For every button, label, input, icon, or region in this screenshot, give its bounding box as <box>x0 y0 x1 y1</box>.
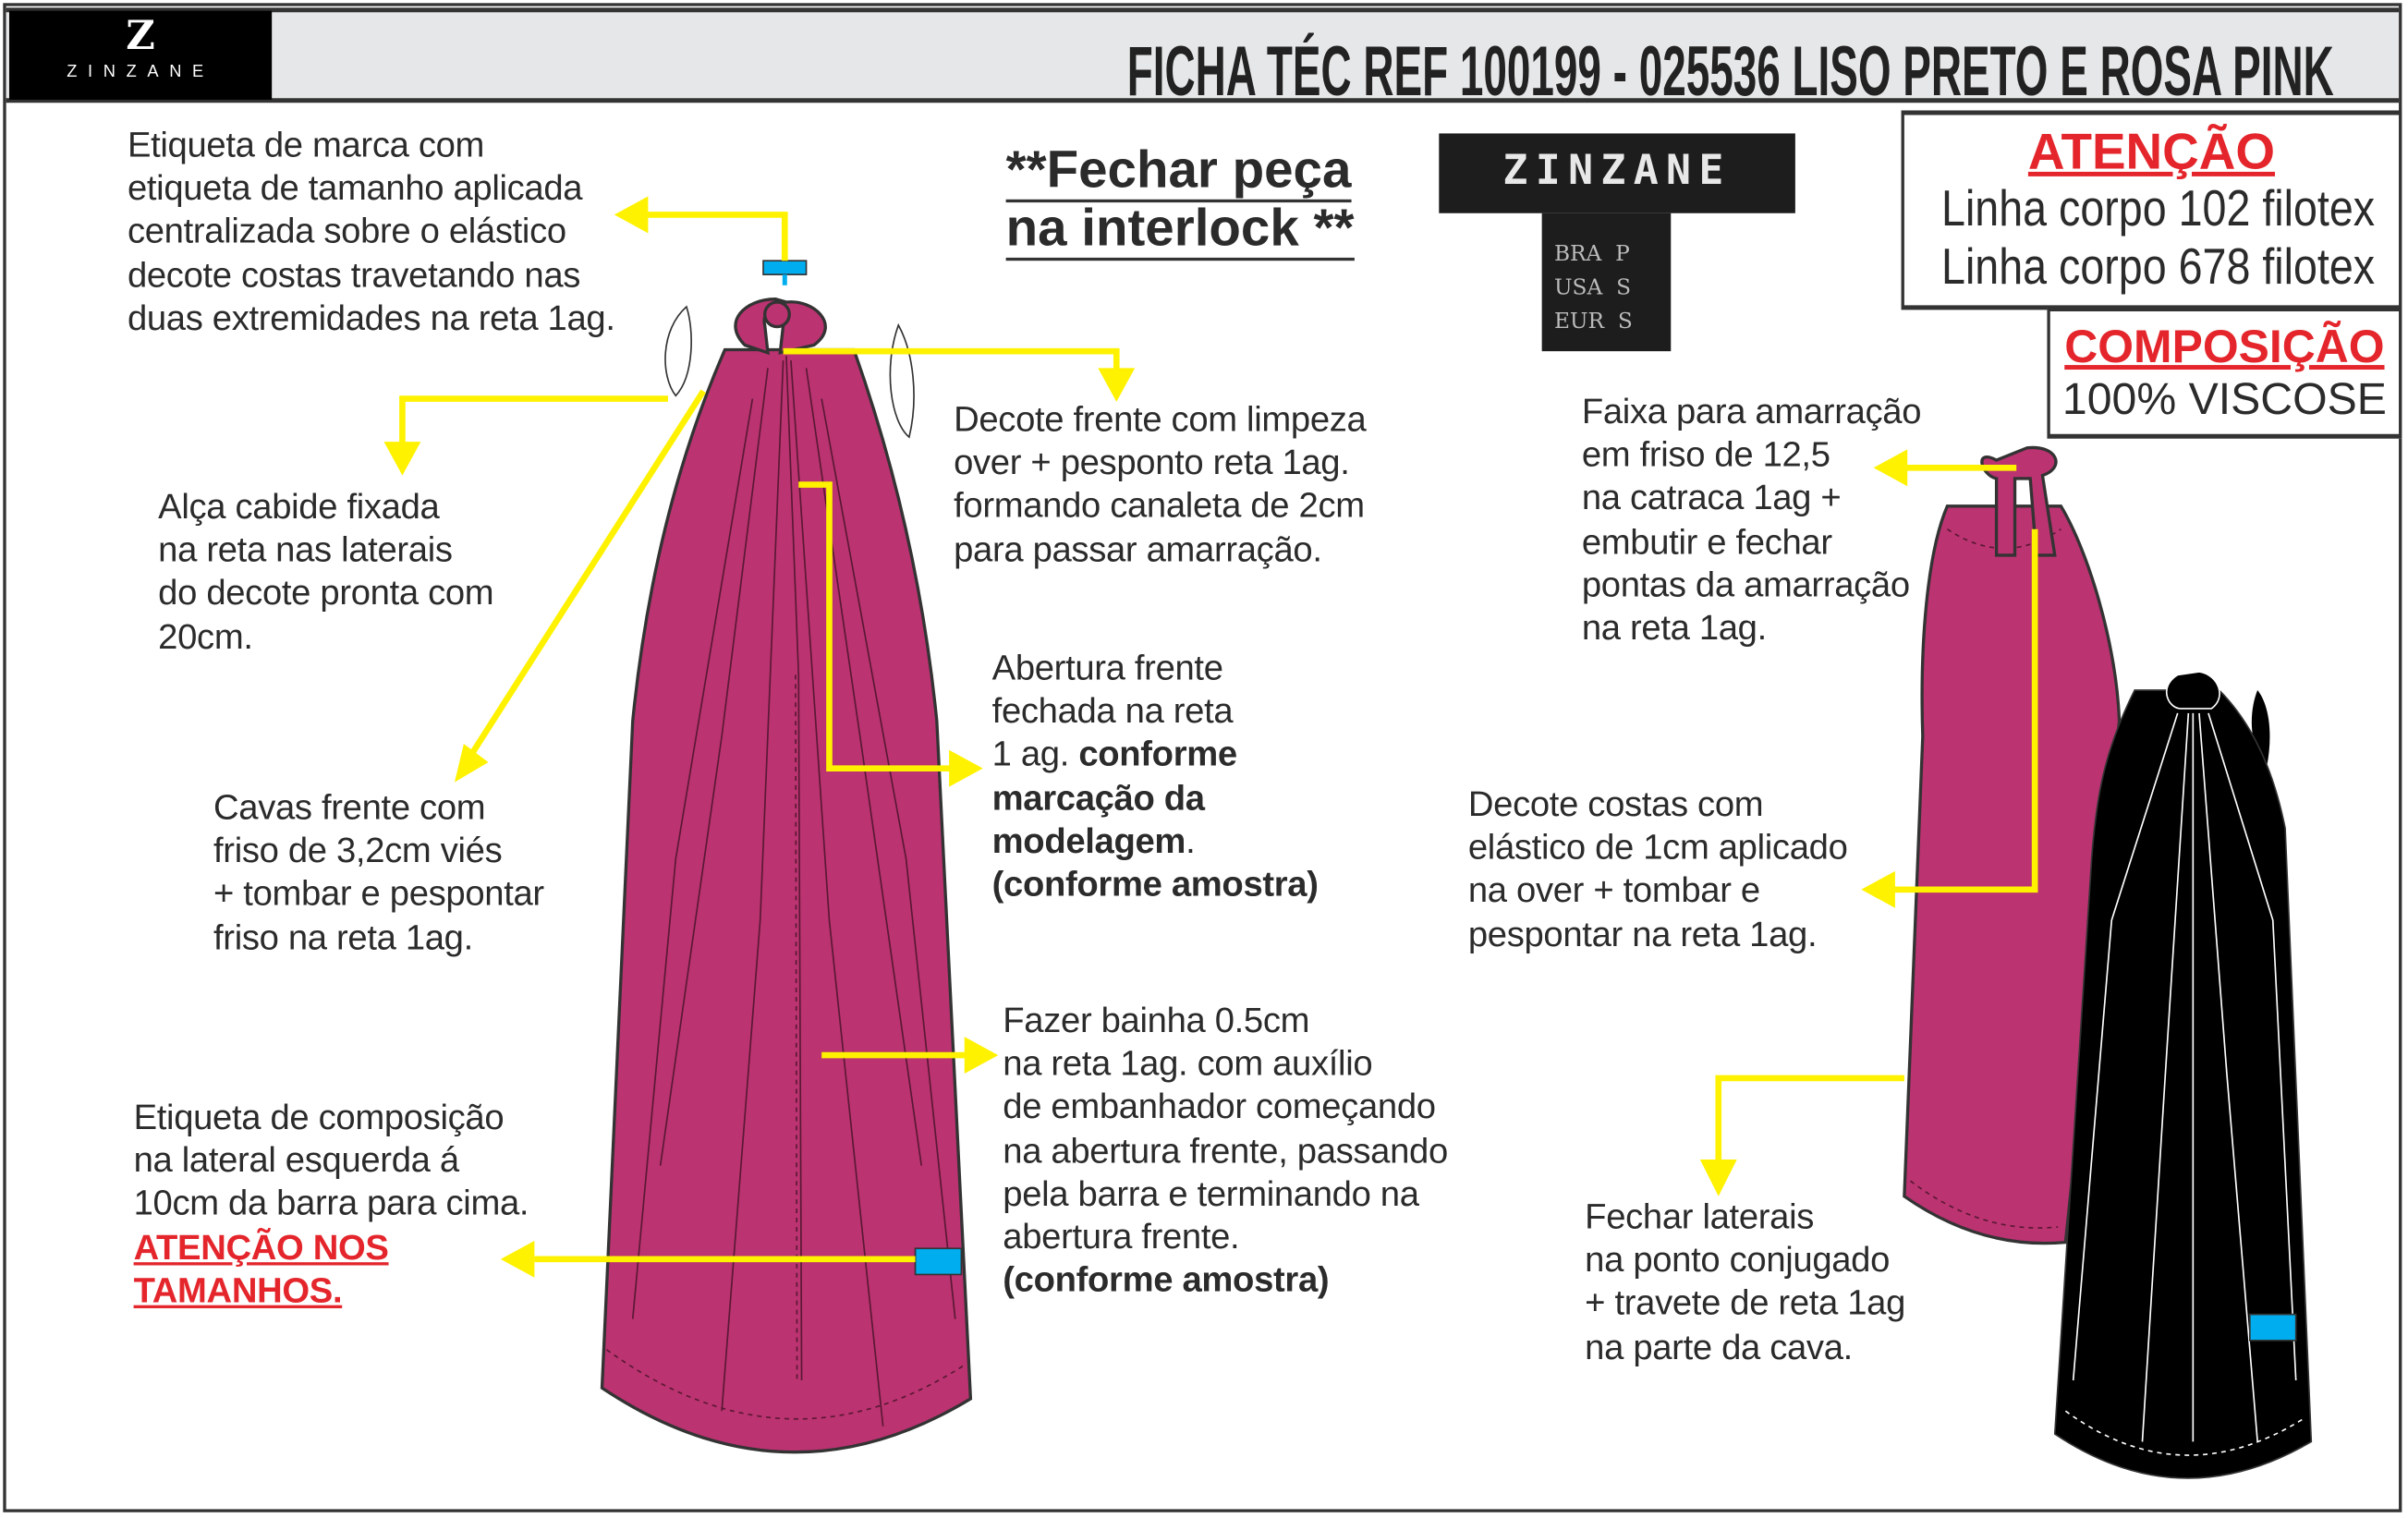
composition-value: 100% VISCOSE <box>2061 375 2387 425</box>
header-bar: FICHA TÉC REF 100199 - 025536 LISO PRETO… <box>6 7 2400 107</box>
front-strap-right <box>889 322 915 439</box>
composition-heading: COMPOSIÇÃO <box>2064 322 2385 373</box>
attention-box: ATENÇÃO Linha corpo 102 filotex Linha co… <box>1901 110 2402 310</box>
closing-line-1: **Fechar peça <box>1005 140 1352 203</box>
back-dress-drawing <box>1903 445 2122 1245</box>
closing-instruction: **Fechar peça na interlock ** <box>1005 140 1355 261</box>
front-opening-note: Abertura frente fechada na reta 1 ag. co… <box>992 646 1319 905</box>
front-dress-drawing <box>600 298 973 1454</box>
sheet-title: FICHA TÉC REF 100199 - 025536 LISO PRETO… <box>1127 30 2335 111</box>
front-opening-text: Abertura frente fechada na reta 1 ag. <box>991 647 1234 774</box>
arrow-front-opening <box>798 481 955 771</box>
arrow-brand-label <box>641 212 788 261</box>
sheet-border <box>3 3 2402 1512</box>
front-strap-left <box>664 305 692 397</box>
logo-z-icon: Z <box>126 13 155 60</box>
logo-wordmark: ZINZANE <box>67 63 214 81</box>
arrow-side-seam <box>1715 1075 1904 1166</box>
hem-note: Fazer bainha 0.5cm na reta 1ag. com auxí… <box>1003 999 1448 1302</box>
back-neck-note: Decote costas com elástico de 1cm aplica… <box>1467 783 1848 953</box>
back-knot <box>1980 445 2058 557</box>
composition-label-text: Etiqueta de composição na lateral esquer… <box>133 1096 529 1223</box>
front-opening-bold: conforme marcação da modelagem <box>991 734 1238 860</box>
front-opening-sample: (conforme amostra) <box>991 863 1319 904</box>
front-dress-body <box>600 347 973 1454</box>
armhole-note: Cavas frente com friso de 3,2cm viés + t… <box>213 786 544 957</box>
strap-note: Alça cabide fixada na reta nas laterais … <box>158 486 494 656</box>
composition-label-marker-back <box>2248 1313 2297 1342</box>
front-opening-end: . <box>1186 820 1196 860</box>
front-neck-note: Decote frente com limpeza over + pespont… <box>954 398 1367 569</box>
thread-line-2: Linha corpo 678 filotex <box>1941 237 2376 295</box>
brand-logo: Z ZINZANE <box>8 10 273 100</box>
size-label-sample: BRA P USA S EUR S <box>1541 213 1672 352</box>
hem-text: Fazer bainha 0.5cm na reta 1ag. com auxí… <box>1003 1000 1448 1257</box>
attention-heading: ATENÇÃO <box>2027 122 2276 180</box>
tie-note: Faixa para amarração em friso de 12,5 na… <box>1581 391 1922 648</box>
brand-label-marker <box>762 260 808 275</box>
arrow-armhole <box>466 389 706 761</box>
brand-label-sample: ZINZANE <box>1439 133 1795 213</box>
composition-label-marker <box>914 1247 963 1276</box>
hem-sample: (conforme amostra) <box>1003 1259 1330 1300</box>
arrow-back-neck <box>1891 528 2038 893</box>
size-bra: BRA P <box>1553 242 1630 267</box>
brand-label-note: Etiqueta de marca com etiqueta de tamanh… <box>127 124 615 337</box>
thread-line-1: Linha corpo 102 filotex <box>1941 179 2376 237</box>
arrow-strap <box>399 395 668 448</box>
black-dress-drawing <box>2053 671 2313 1479</box>
composition-box: COMPOSIÇÃO 100% VISCOSE <box>2047 307 2402 439</box>
sizes-warning: ATENÇÃO NOS TAMANHOS. <box>133 1226 389 1310</box>
closing-line-2: na interlock ** <box>1005 199 1355 261</box>
side-seam-note: Fechar laterais na ponto conjugado + tra… <box>1585 1196 1906 1366</box>
size-eur: EUR S <box>1553 310 1633 334</box>
composition-label-note: Etiqueta de composição na lateral esquer… <box>134 1095 529 1311</box>
size-usa: USA S <box>1553 275 1632 301</box>
